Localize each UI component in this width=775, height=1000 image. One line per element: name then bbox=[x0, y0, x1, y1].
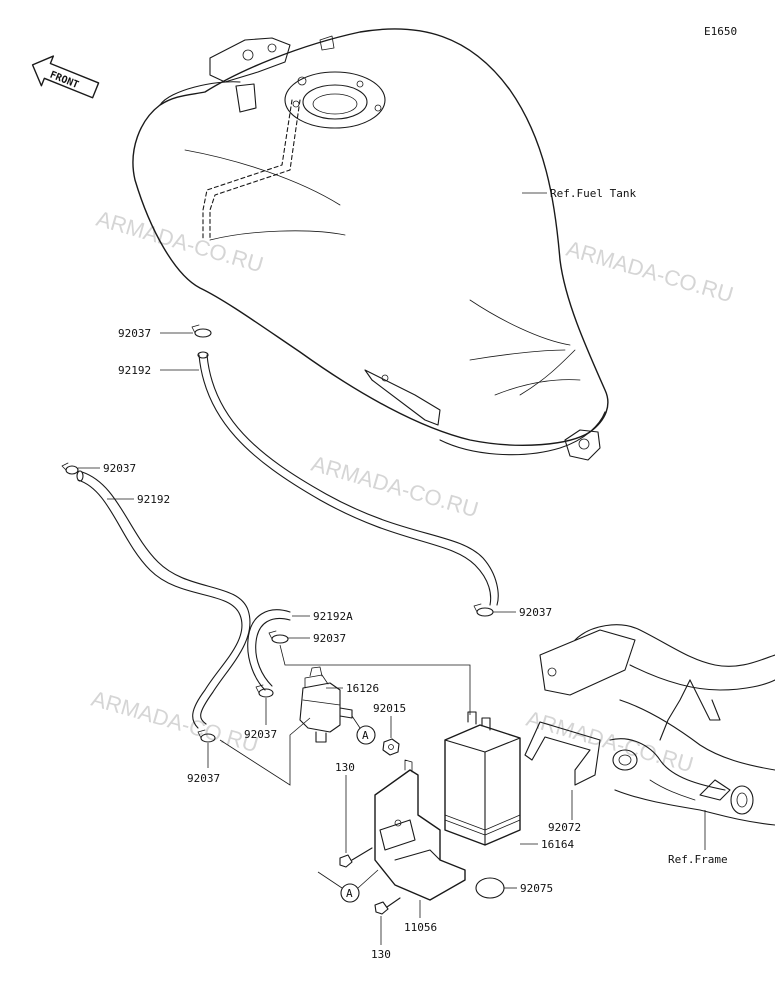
callout-bracket: 11056 bbox=[404, 921, 437, 934]
ref-frame-label: Ref.Frame bbox=[668, 853, 728, 866]
callout-nut: 92015 bbox=[373, 702, 406, 715]
ref-fuel-tank-label: Ref.Fuel Tank bbox=[550, 187, 636, 200]
watermark-4: ARMADA-CO.RU bbox=[89, 686, 262, 758]
clamp-right bbox=[473, 603, 494, 617]
front-arrow-icon: FRONT bbox=[31, 55, 100, 99]
callout-clamp-left: 92037 bbox=[103, 462, 136, 475]
nut bbox=[382, 738, 400, 756]
callout-clamp-valve: 92037 bbox=[244, 728, 277, 741]
clamp-mid bbox=[268, 630, 289, 644]
watermarks: ARMADA-CO.RU ARMADA-CO.RU ARMADA-CO.RU A… bbox=[89, 206, 737, 778]
callout-clamp-top: 92037 bbox=[118, 327, 151, 340]
callout-hose-left: 92192 bbox=[137, 493, 170, 506]
canister bbox=[444, 711, 521, 846]
callout-valve: 16126 bbox=[346, 682, 379, 695]
callout-clamp-right: 92037 bbox=[519, 606, 552, 619]
bracket bbox=[374, 759, 466, 901]
clamp-valve bbox=[255, 684, 274, 698]
frame bbox=[539, 624, 775, 826]
callout-cap: 92075 bbox=[520, 882, 553, 895]
callout-bolt-lower: 130 bbox=[371, 948, 391, 961]
callout-bracket-canister: 92072 bbox=[548, 821, 581, 834]
svg-text:A: A bbox=[346, 887, 353, 900]
callout-bolt-upper: 130 bbox=[335, 761, 355, 774]
clamp-top bbox=[191, 324, 212, 338]
ref-marker-a-upper: A bbox=[351, 715, 376, 745]
watermark-3: ARMADA-CO.RU bbox=[309, 451, 482, 523]
watermark-1: ARMADA-CO.RU bbox=[94, 206, 267, 278]
callout-clamp-bottom-left: 92037 bbox=[187, 772, 220, 785]
clamp-bottom-left bbox=[197, 729, 216, 743]
breather-hose-upper bbox=[197, 351, 499, 606]
watermark-2: ARMADA-CO.RU bbox=[564, 236, 737, 308]
cap bbox=[475, 877, 505, 899]
breather-hose-lower bbox=[76, 470, 251, 729]
solenoid-valve bbox=[299, 666, 353, 743]
svg-text:A: A bbox=[362, 729, 369, 742]
callout-canister: 16164 bbox=[541, 838, 574, 851]
bolt-lower bbox=[374, 897, 401, 915]
callout-hose-a: 92192A bbox=[313, 610, 353, 623]
hose-short bbox=[247, 609, 291, 691]
bolt-upper bbox=[339, 847, 373, 868]
callout-clamp-mid: 92037 bbox=[313, 632, 346, 645]
clamp-left bbox=[61, 462, 79, 475]
ref-marker-a-lower: A bbox=[317, 869, 379, 903]
canister-bracket bbox=[524, 721, 601, 786]
fuel-tank bbox=[132, 28, 609, 461]
diagram-code: E1650 bbox=[704, 25, 737, 38]
callout-hose-top: 92192 bbox=[118, 364, 151, 377]
